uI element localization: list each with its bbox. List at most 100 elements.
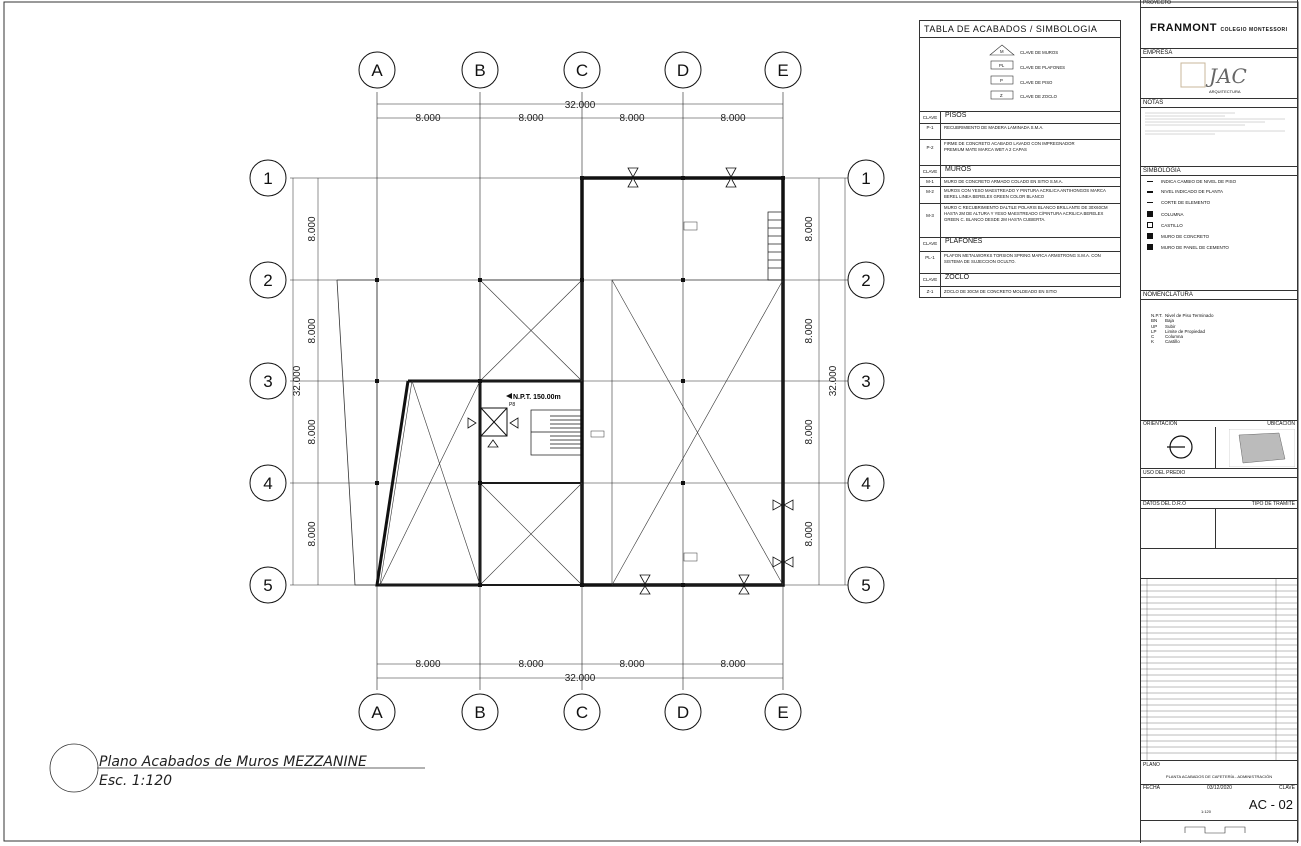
dim-total-right: 32.000 [828, 365, 839, 396]
row-text-z1: ZOCLO DE 30CM DE CONCRETO MOLDEADO EN SI… [944, 289, 1057, 294]
muros-clave: CLAVE [922, 169, 938, 174]
dim-top-4: 8.000 [720, 113, 745, 124]
axis-label-top-e: E [777, 61, 788, 80]
orientacion-label: ORIENTACIÓN [1143, 421, 1178, 427]
section-muros: MUROS [945, 166, 972, 173]
nom-key: BN [1151, 318, 1158, 324]
axis-label-bottom-b: B [474, 703, 485, 722]
fecha-value: 03/12/2020 [1206, 785, 1232, 791]
north-arrow-icon [1167, 435, 1193, 459]
row-text-p2: FIRME DE CONCRETO ACABADO LAVADO CON IMP… [944, 141, 1075, 152]
plafones-clave: CLAVE [922, 241, 938, 246]
plano-label: PLANO [1143, 762, 1160, 768]
axis-label-right-2: 2 [861, 271, 870, 290]
axis-label-top-b: B [474, 61, 485, 80]
section-cut-icon [1147, 202, 1153, 203]
symbol-key-m: M [1000, 49, 1004, 54]
nom-key: UP [1151, 323, 1158, 329]
axis-label-left-2: 2 [263, 271, 272, 290]
uso-predio-label: USO DEL PREDIO [1141, 469, 1297, 478]
finishes-table: TABLA DE ACABADOS / SIMBOLOGIA M PL P Z … [919, 20, 1121, 298]
walls [336, 176, 785, 587]
simbologia-item-3: CORTE DE ELEMENTO [1161, 200, 1211, 205]
nom-val: Columna [1165, 334, 1184, 340]
axis-label-right-4: 4 [861, 474, 870, 493]
castillo-icon [1147, 222, 1153, 228]
dim-total-bottom: 32.000 [565, 673, 596, 684]
plan-level-icon [1147, 190, 1153, 193]
proyecto-label: PROYECTO [1141, 0, 1297, 8]
level-sub: P8 [509, 402, 515, 408]
finishes-table-title: TABLA DE ACABADOS / SIMBOLOGIA [920, 21, 1120, 38]
elevator-icon [480, 407, 508, 437]
notes-lines [1145, 112, 1285, 135]
row-text-m3: MURO C RECUBRIMIENTO DALTILE POLARIS BLA… [944, 205, 1108, 222]
finish-tags [590, 221, 698, 562]
nomenclatura-label: NOMENCLATURA [1141, 291, 1297, 300]
nom-val: Subir [1165, 323, 1176, 329]
row-key-m2: M-2 [926, 189, 934, 194]
nom-val: Nivel de Piso Terminado [1165, 313, 1214, 318]
dim-bottom-4: 8.000 [720, 659, 745, 670]
simbologia-item-1: INDICA CAMBIO DE NIVEL DE PISO [1161, 179, 1237, 184]
section-zoclo: ZOCLO [945, 274, 970, 281]
concrete-wall-icon [1147, 233, 1153, 239]
columns [375, 176, 785, 587]
dim-top-3: 8.000 [619, 113, 644, 124]
finish-symbols [989, 44, 1015, 100]
stairs [530, 211, 784, 456]
nom-key: N.P.T. [1151, 313, 1163, 318]
sheet-border [3, 1, 1299, 842]
axis-label-bottom-a: A [371, 703, 383, 722]
nom-key: C [1151, 334, 1155, 340]
dim-left-2: 8.000 [307, 318, 318, 343]
symbol-key-pl: PL [999, 63, 1005, 68]
column-icon [1147, 211, 1153, 217]
axis-label-bottom-c: C [576, 703, 588, 722]
nom-val: Baja [1165, 318, 1175, 324]
row-text-pl1: PLAFON METALWORKS TORSION SPRING MARCA A… [944, 253, 1101, 264]
company-logo: JAC [1180, 62, 1247, 88]
plano-name: PLANTA ACABADOS DE CAFETERÍA - ADMINISTR… [1165, 774, 1273, 779]
drawing-title: Plano Acabados de Muros MEZZANINE Esc. 1… [49, 743, 425, 793]
simbologia-item-2: NIVEL INDICADO DE PLANTA [1161, 189, 1224, 194]
level-marker: N.P.T. 150.00m P8 [506, 393, 561, 408]
row-text-p1: RECUBRIMIENTO DE MADERA LAMINADA S.M.A. [944, 125, 1044, 130]
project-name: FRANMONT [1150, 22, 1217, 34]
plan-scale: Esc. 1:120 [99, 773, 172, 789]
symbol-key-p: P [1000, 78, 1003, 83]
dim-right-2: 8.000 [804, 318, 815, 343]
row-key-z1: Z-1 [926, 289, 934, 294]
axis-label-top-d: D [677, 61, 689, 80]
clave-label: CLAVE [1278, 785, 1295, 791]
simbologia-item-6: MURO DE CONCRETO [1161, 233, 1210, 239]
title-block: PROYECTO FRANMONT COLEGIO MONTESSORI EMP… [1140, 0, 1298, 843]
svg-text:JAC: JAC [1205, 64, 1247, 88]
ubicacion-label: UBICACIÓN [1267, 421, 1295, 427]
dim-top-1: 8.000 [415, 113, 440, 124]
dim-bottom-3: 8.000 [619, 659, 644, 670]
axis-label-bottom-e: E [777, 703, 788, 722]
dim-left-1: 8.000 [307, 216, 318, 241]
symbol-zoclo: CLAVE DE ZOCLO [1020, 94, 1057, 99]
axis-label-top-a: A [371, 61, 383, 80]
fecha-label: FECHA [1143, 785, 1160, 791]
location-map-icon [1229, 429, 1295, 467]
row-key-p2: P-2 [926, 145, 934, 150]
pisos-clave: CLAVE [922, 115, 938, 120]
symbol-piso: CLAVE DE PISO [1020, 80, 1053, 85]
axis-label-top-c: C [576, 61, 588, 80]
notas-label: NOTAS [1141, 99, 1297, 108]
dimension-lines [292, 103, 846, 679]
axis-label-bottom-d: D [677, 703, 689, 722]
simbologia-item-7: MURO DE PANEL DE CEMENTO [1161, 244, 1229, 250]
row-key-m1: M-1 [926, 179, 934, 184]
axis-label-left-3: 3 [263, 372, 272, 391]
axis-bubbles [249, 51, 885, 731]
simbologia-item-4: COLUMNA [1161, 211, 1184, 217]
zoclo-clave: CLAVE [922, 277, 938, 282]
nom-val: Castillo [1165, 339, 1180, 345]
empresa-label: EMPRESA [1141, 49, 1297, 58]
section-pisos: PISOS [945, 112, 967, 119]
